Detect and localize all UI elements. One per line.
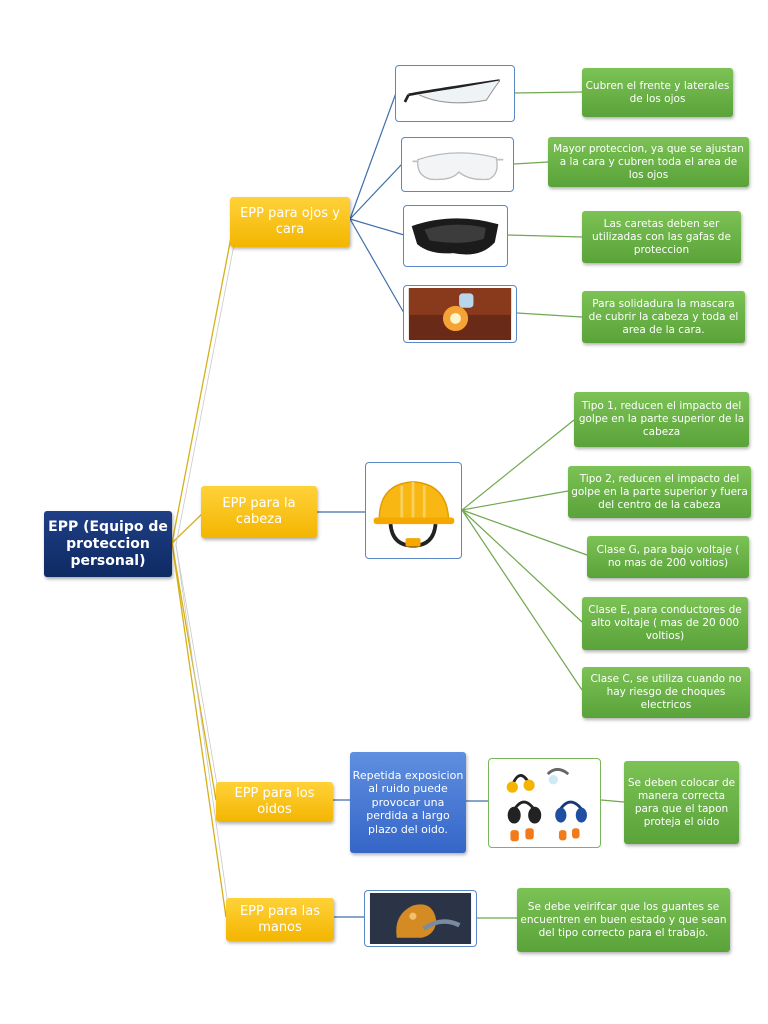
gloves-image: [364, 890, 477, 947]
description-glasses: Cubren el frente y laterales de los ojos: [582, 68, 733, 117]
description-head-class-e: Clase E, para conductores de alto voltaj…: [582, 597, 748, 650]
safety-goggles-image: [401, 137, 514, 192]
face-shield-image: [403, 205, 508, 267]
description-head-class-c-text: Clase C, se utiliza cuando no hay riesgo…: [590, 673, 742, 711]
description-welding-mask: Para solidadura la mascara de cubrir la …: [582, 291, 745, 343]
category-hands-label: EPP para las manos: [239, 903, 321, 935]
category-hands: EPP para las manos: [226, 898, 334, 941]
root-node: EPP (Equipo de proteccion personal): [44, 511, 172, 577]
category-ears-label: EPP para los oidos: [234, 786, 315, 817]
description-head-class-e-text: Clase E, para conductores de alto voltaj…: [588, 604, 742, 642]
description-head-class-g-text: Clase G, para bajo voltaje ( no mas de 2…: [596, 544, 740, 569]
description-head-type-1: Tipo 1, reducen el impacto del golpe en …: [574, 392, 749, 447]
description-face-shield: Las caretas deben ser utilizadas con las…: [582, 211, 741, 263]
hard-hat-icon: [373, 481, 455, 548]
description-goggles-text: Mayor proteccion, ya que se ajustan a la…: [553, 142, 744, 181]
category-head: EPP para la cabeza: [201, 486, 317, 538]
welding-mask-photo: [408, 288, 512, 340]
description-head-type-2: Tipo 2, reducen el impacto del golpe en …: [568, 466, 751, 518]
description-goggles: Mayor proteccion, ya que se ajustan a la…: [548, 137, 749, 187]
safety-glasses-image: [395, 65, 515, 122]
welding-mask-image: [403, 285, 517, 343]
category-ears: EPP para los oidos: [216, 782, 333, 822]
description-head-class-c: Clase C, se utiliza cuando no hay riesgo…: [582, 667, 750, 718]
category-head-label: EPP para la cabeza: [222, 496, 296, 527]
description-ears-text: Se deben colocar de manera correcta para…: [627, 776, 736, 828]
description-head-type-1-text: Tipo 1, reducen el impacto del golpe en …: [578, 400, 745, 438]
description-face-shield-text: Las caretas deben ser utilizadas con las…: [592, 217, 731, 256]
description-glasses-text: Cubren el frente y laterales de los ojos: [585, 79, 730, 105]
safety-goggles-icon: [412, 152, 504, 181]
ears-note: Repetida exposicion al ruido puede provo…: [350, 752, 466, 853]
safety-glasses-icon: [403, 79, 501, 104]
ears-note-text: Repetida exposicion al ruido puede provo…: [352, 768, 464, 836]
category-eyes-face-label: EPP para ojos y cara: [240, 206, 340, 237]
description-welding-mask-text: Para solidadura la mascara de cubrir la …: [588, 297, 739, 336]
description-hands-text: Se debe veirifcar que los guantes se enc…: [520, 900, 727, 939]
hard-hat-image: [365, 462, 462, 559]
face-shield-icon: [411, 218, 499, 255]
description-head-class-g: Clase G, para bajo voltaje ( no mas de 2…: [587, 536, 749, 578]
ear-protection-icon: [506, 768, 587, 842]
category-eyes-face: EPP para ojos y cara: [230, 197, 350, 247]
description-ears: Se deben colocar de manera correcta para…: [624, 761, 739, 844]
gloves-photo: [369, 893, 472, 944]
ear-protection-image: [488, 758, 601, 848]
root-label: EPP (Equipo de proteccion personal): [48, 518, 168, 569]
description-head-type-2-text: Tipo 2, reducen el impacto del golpe en …: [571, 472, 748, 511]
description-hands: Se debe veirifcar que los guantes se enc…: [517, 888, 730, 952]
